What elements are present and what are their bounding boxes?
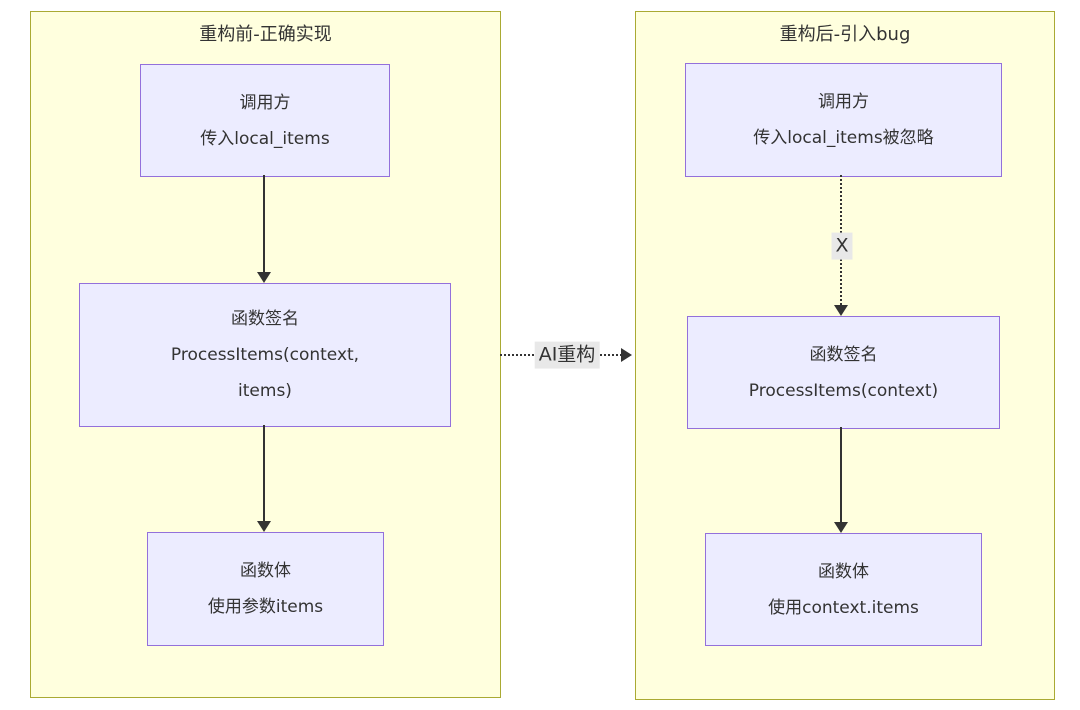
node-body-before: 函数体 使用参数items xyxy=(147,532,384,646)
node-body-after-line2: 使用context.items xyxy=(768,597,919,618)
edge-label-ai-refactor: AI重构 xyxy=(534,341,600,369)
arrowhead-icon xyxy=(257,521,271,532)
node-body-after-line1: 函数体 xyxy=(818,561,869,582)
node-signature-before-line1: 函数签名 xyxy=(231,309,299,329)
node-caller-after-line2: 传入local_items被忽略 xyxy=(753,128,934,148)
node-signature-after-line2: ProcessItems(context) xyxy=(748,380,939,401)
node-body-after: 函数体 使用context.items xyxy=(705,533,982,646)
node-caller-after-line1: 调用方 xyxy=(818,92,869,112)
cluster-before-title: 重构前-正确实现 xyxy=(199,24,332,45)
node-caller-before-line2: 传入local_items xyxy=(200,128,330,149)
node-body-before-line1: 函数体 xyxy=(240,561,291,581)
node-caller-before: 调用方 传入local_items xyxy=(140,64,390,177)
node-caller-after: 调用方 传入local_items被忽略 xyxy=(685,63,1002,177)
edge-signature-to-body-before xyxy=(263,425,265,521)
arrowhead-icon xyxy=(257,272,271,283)
arrowhead-icon xyxy=(834,522,848,533)
edge-label-x: X xyxy=(831,232,853,260)
node-caller-before-line1: 调用方 xyxy=(239,92,291,113)
node-signature-before-line2: ProcessItems(context, xyxy=(170,345,360,365)
node-signature-after: 函数签名 ProcessItems(context) xyxy=(687,316,1000,429)
node-signature-before: 函数签名 ProcessItems(context, items) xyxy=(79,283,451,427)
edge-caller-to-signature-before xyxy=(263,175,265,273)
node-signature-before-line3: items) xyxy=(238,381,292,401)
node-body-before-line2: 使用参数items xyxy=(207,597,324,617)
arrowhead-icon xyxy=(621,348,632,362)
arrowhead-icon xyxy=(834,305,848,316)
edge-signature-to-body-after xyxy=(840,427,842,522)
node-signature-after-line1: 函数签名 xyxy=(809,344,878,365)
cluster-after-title: 重构后-引入bug xyxy=(779,24,911,45)
